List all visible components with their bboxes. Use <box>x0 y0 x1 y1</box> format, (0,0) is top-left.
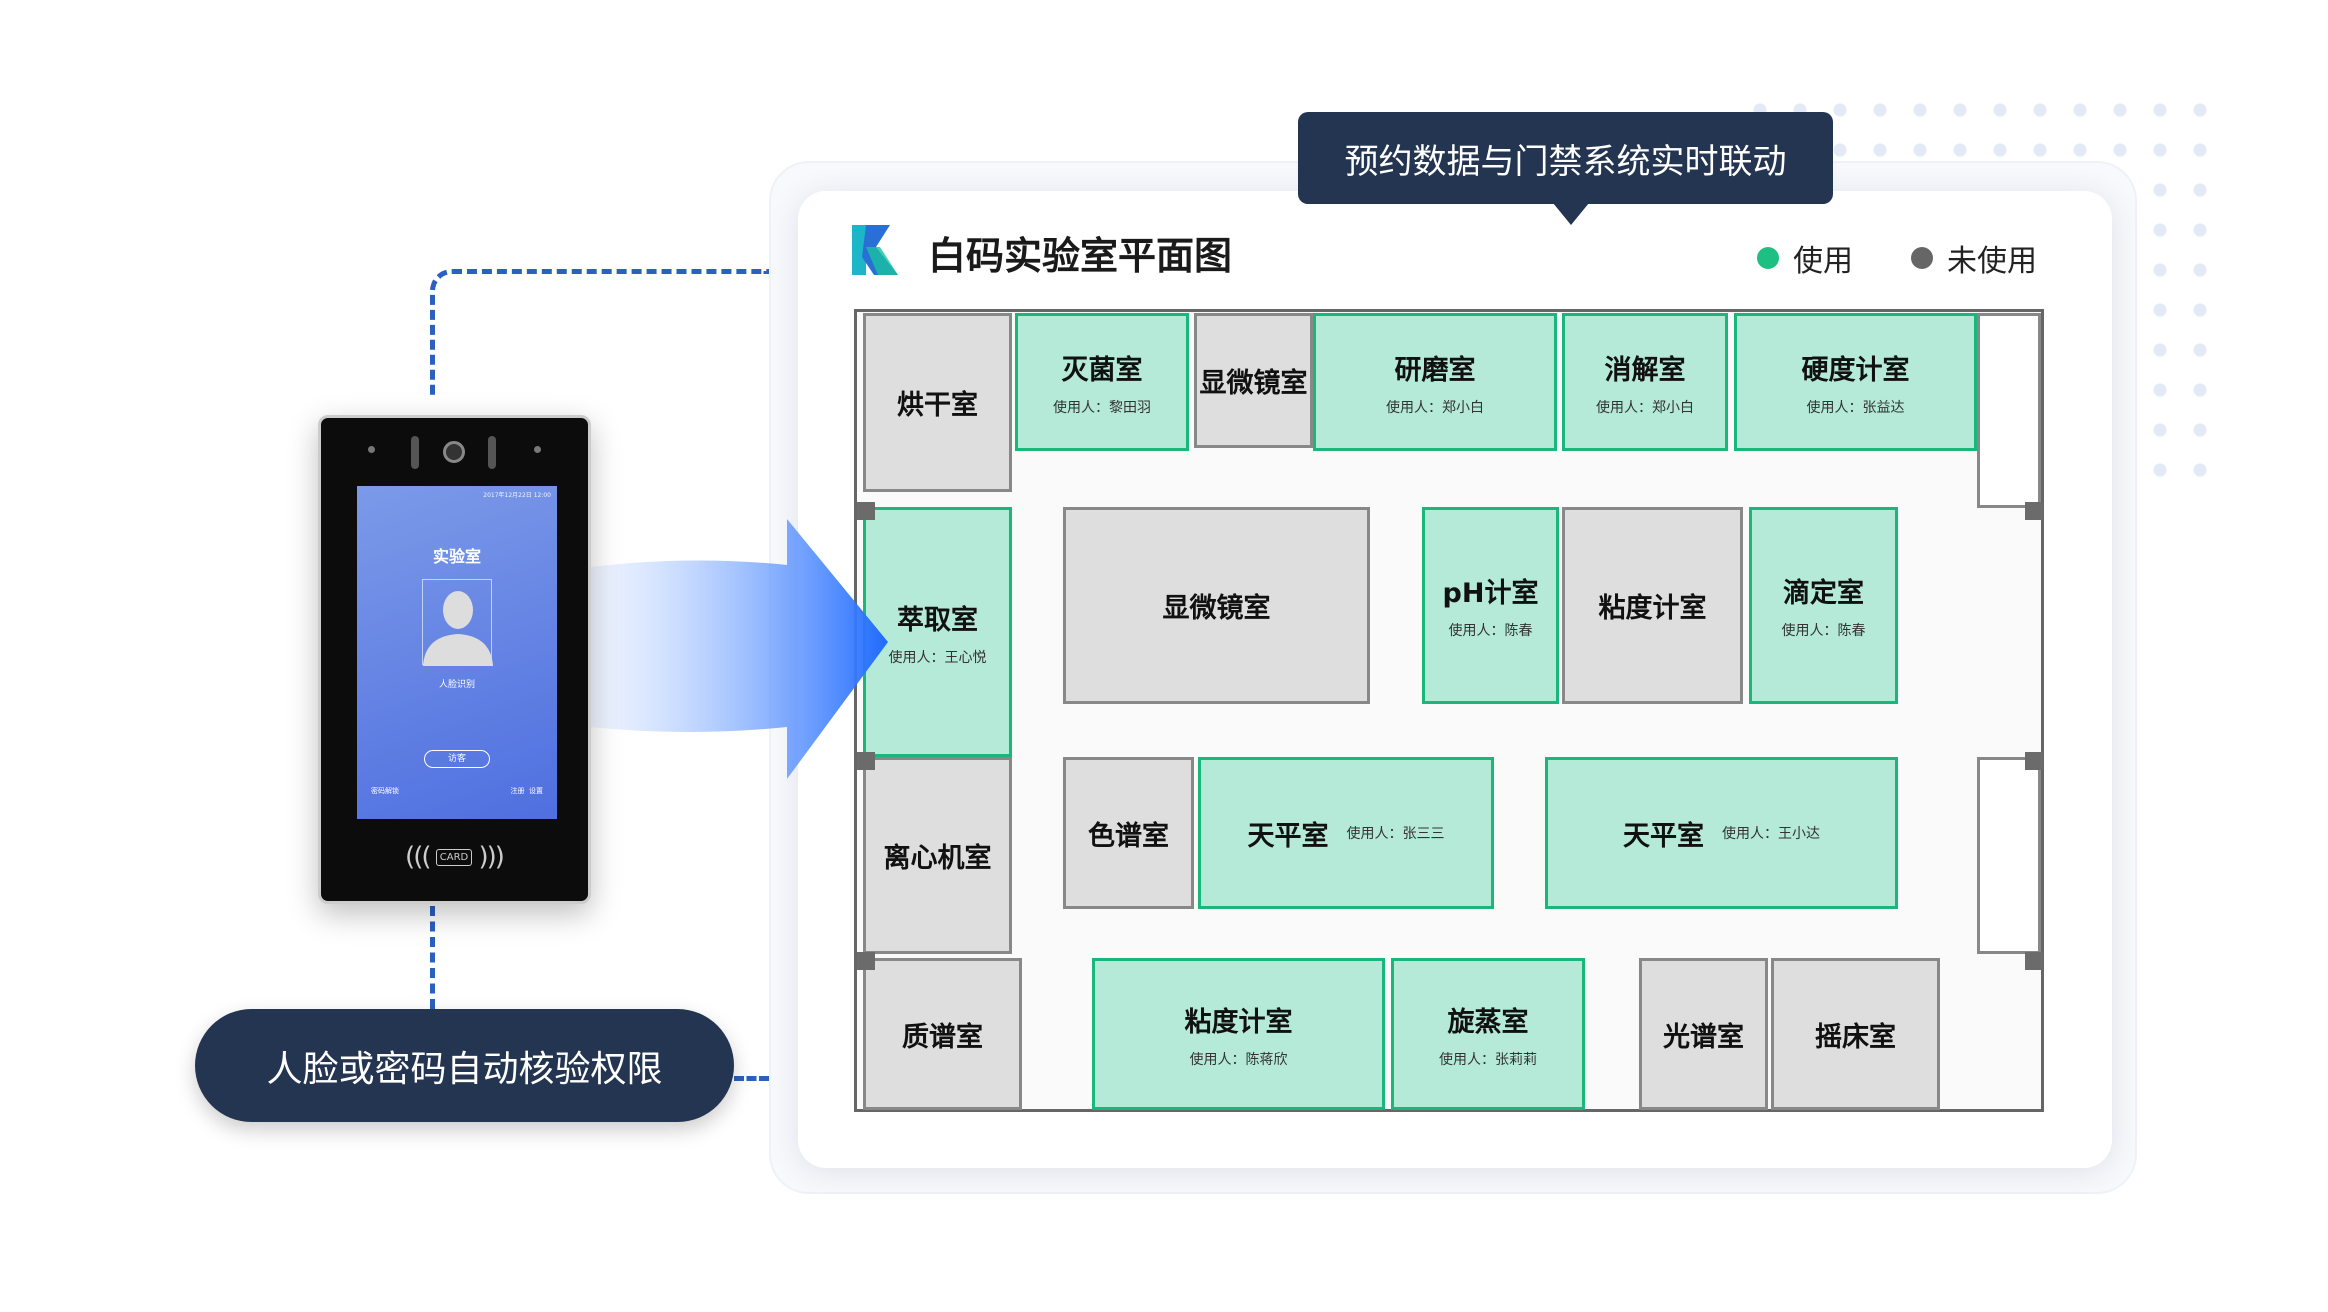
page-title: 白码实验室平面图 <box>928 234 1233 278</box>
register-button[interactable]: 注册 <box>510 787 525 795</box>
legend-unused-label: 未使用 <box>1947 244 2037 279</box>
ir-light-icon <box>411 436 419 469</box>
room-mass-spec[interactable]: 质谱室 <box>863 958 1022 1110</box>
room-balance-2[interactable]: 天平室 使用人：王小达 <box>1545 757 1898 909</box>
access-control-device: 2017年12月22日 12:00 实验室 人脸识别 访客 密码解锁 注册 设置… <box>318 415 591 904</box>
room-titration[interactable]: 滴定室使用人：陈春 <box>1749 507 1898 704</box>
room-chromatography[interactable]: 色谱室 <box>1063 757 1194 909</box>
dashed-connector-bottom <box>430 906 435 1009</box>
room-name: 萃取室 <box>897 604 978 636</box>
room-viscometer-1[interactable]: 粘度计室 <box>1562 507 1743 704</box>
password-unlock-button[interactable]: 密码解锁 <box>371 787 399 795</box>
ir-light-icon <box>488 436 496 469</box>
room-ph[interactable]: pH计室使用人：陈春 <box>1422 507 1559 704</box>
corridor-east-top <box>1977 313 2041 508</box>
person-silhouette-icon <box>423 591 493 666</box>
room-user: 使用人：陈春 <box>1781 623 1866 639</box>
room-name: 离心机室 <box>883 843 992 874</box>
room-name: 显微镜室 <box>1199 368 1308 399</box>
room-name: 研磨室 <box>1394 354 1476 386</box>
legend-used-label: 使用 <box>1793 244 1853 279</box>
room-centrifuge[interactable]: 离心机室 <box>863 757 1012 954</box>
room-user: 使用人：张莉莉 <box>1439 1051 1537 1068</box>
room-balance-1[interactable]: 天平室 使用人：张三三 <box>1198 757 1494 909</box>
room-user: 使用人：郑小白 <box>1596 399 1694 416</box>
nfc-reader-icon: ((( CARD ))) <box>405 842 505 872</box>
screen-title: 实验室 <box>432 547 481 566</box>
room-rotary-evaporator[interactable]: 旋蒸室使用人：张莉莉 <box>1391 958 1585 1110</box>
room-extraction[interactable]: 萃取室使用人：王心悦 <box>863 507 1012 757</box>
caption-pill: 人脸或密码自动核验权限 <box>195 1009 734 1122</box>
room-name: 摇床室 <box>1815 1021 1896 1053</box>
card-label: CARD <box>435 849 473 866</box>
room-spectroscopy[interactable]: 光谱室 <box>1639 958 1768 1110</box>
dashed-connector-top <box>430 269 769 395</box>
pillar <box>857 952 875 970</box>
room-name: 灭菌室 <box>1061 354 1143 386</box>
room-grinding[interactable]: 研磨室使用人：郑小白 <box>1313 313 1557 451</box>
room-user: 使用人：王心悦 <box>888 649 987 666</box>
room-name: 显微镜室 <box>1162 593 1271 624</box>
room-name: 烘干室 <box>897 390 978 421</box>
room-user: 使用人：张益达 <box>1806 399 1905 416</box>
banner-tooltip: 预约数据与门禁系统实时联动 <box>1298 112 1833 204</box>
status-time: 2017年12月22日 12:00 <box>483 492 551 499</box>
room-viscometer-2[interactable]: 粘度计室使用人：陈蒋欣 <box>1092 958 1385 1110</box>
tooltip-pointer <box>1553 203 1589 225</box>
room-name: 旋蒸室 <box>1447 1006 1529 1038</box>
pillar <box>2025 752 2043 770</box>
camera-icon <box>443 441 465 463</box>
room-name: 滴定室 <box>1783 578 1864 609</box>
room-name: 粘度计室 <box>1598 593 1707 624</box>
device-screen: 2017年12月22日 12:00 实验室 人脸识别 访客 密码解锁 注册 设置 <box>357 486 557 819</box>
room-shaker[interactable]: 摇床室 <box>1771 958 1940 1110</box>
dashed-connector-pill <box>734 1076 769 1081</box>
legend-used: 使用 <box>1757 236 1853 280</box>
room-microscope-1[interactable]: 显微镜室 <box>1194 313 1313 448</box>
room-name: pH计室 <box>1442 578 1539 609</box>
visitor-button[interactable]: 访客 <box>424 750 490 768</box>
room-user: 使用人：陈蒋欣 <box>1189 1051 1288 1068</box>
pillar <box>857 752 875 770</box>
sensor-icon <box>368 446 375 453</box>
room-name: 光谱室 <box>1663 1021 1744 1053</box>
room-user: 使用人：张三三 <box>1346 826 1445 842</box>
settings-button[interactable]: 设置 <box>529 787 543 795</box>
room-name: 质谱室 <box>902 1021 983 1053</box>
room-user: 使用人：郑小白 <box>1386 399 1484 416</box>
unused-dot-icon <box>1911 247 1933 269</box>
room-name: 天平室 <box>1247 820 1329 852</box>
used-dot-icon <box>1757 247 1779 269</box>
room-name: 色谱室 <box>1088 820 1169 852</box>
corridor-east-bottom <box>1977 757 2041 954</box>
floor-plan: 烘干室 灭菌室使用人：黎田羽 显微镜室 研磨室使用人：郑小白 消解室使用人：郑小… <box>854 309 2044 1112</box>
room-drying[interactable]: 烘干室 <box>863 313 1012 492</box>
face-recognition-label: 人脸识别 <box>438 680 475 690</box>
room-digestion[interactable]: 消解室使用人：郑小白 <box>1562 313 1728 451</box>
room-hardness[interactable]: 硬度计室使用人：张益达 <box>1734 313 1977 451</box>
room-user: 使用人：王小达 <box>1722 826 1820 842</box>
pillar <box>2025 502 2043 520</box>
room-microscope-2[interactable]: 显微镜室 <box>1063 507 1370 704</box>
room-user: 使用人：黎田羽 <box>1053 399 1151 416</box>
arrow-icon <box>590 519 888 779</box>
room-name: 硬度计室 <box>1801 354 1910 386</box>
room-name: 天平室 <box>1623 820 1704 852</box>
legend-unused: 未使用 <box>1911 236 2037 280</box>
room-name: 消解室 <box>1604 354 1686 386</box>
pillar <box>2025 952 2043 970</box>
sensor-icon <box>534 446 541 453</box>
room-user: 使用人：陈春 <box>1448 623 1533 639</box>
room-name: 粘度计室 <box>1184 1006 1293 1038</box>
pillar <box>857 502 875 520</box>
brand-logo-icon <box>848 221 908 279</box>
room-sterilization[interactable]: 灭菌室使用人：黎田羽 <box>1015 313 1189 451</box>
face-frame <box>422 579 493 666</box>
